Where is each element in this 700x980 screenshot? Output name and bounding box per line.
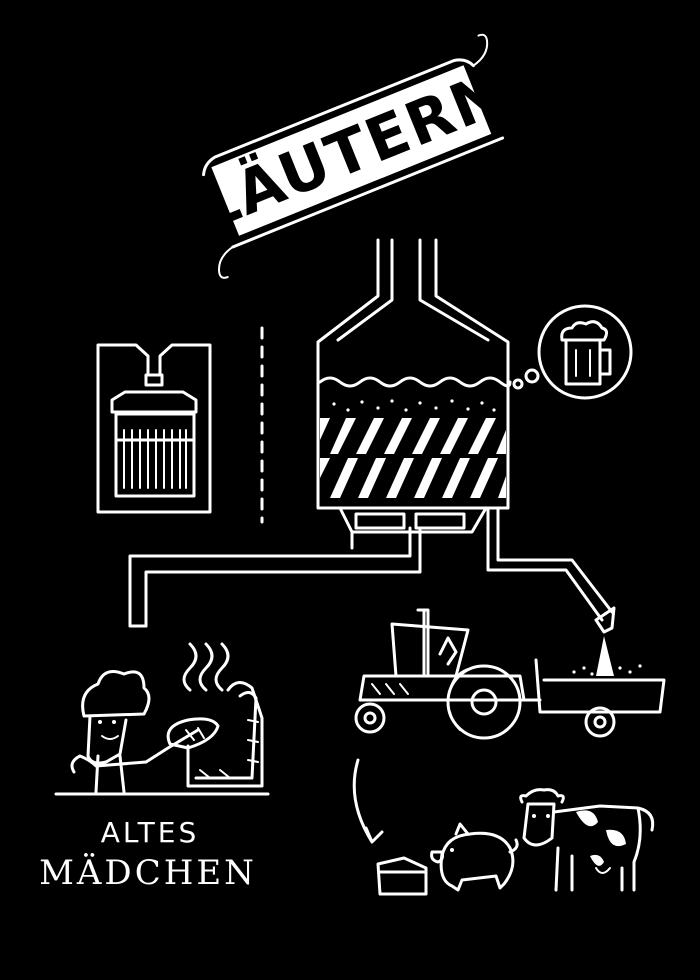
altes-maedchen-logo: ALTES MÄDCHEN: [39, 816, 257, 893]
beer-mug-thought-icon: [512, 304, 633, 400]
oven-icon: [54, 642, 270, 796]
pig-icon: [430, 822, 519, 892]
logo-line2: MÄDCHEN: [39, 853, 257, 893]
tractor-icon: [354, 608, 526, 740]
title-banner: LÄUTERN: [188, 33, 515, 279]
grain-specks: [332, 399, 496, 412]
lauter-tun-icon: [316, 238, 512, 550]
cow-icon: [519, 788, 655, 892]
trailer-icon: [518, 658, 666, 738]
grain-mill-icon: [96, 343, 212, 514]
feed-trough-icon: [376, 856, 428, 896]
logo-line1: ALTES: [101, 816, 199, 849]
title: LÄUTERN: [188, 57, 515, 245]
pipes: [128, 506, 616, 676]
curved-arrow-icon: [352, 758, 384, 844]
baker-icon: [70, 670, 220, 794]
